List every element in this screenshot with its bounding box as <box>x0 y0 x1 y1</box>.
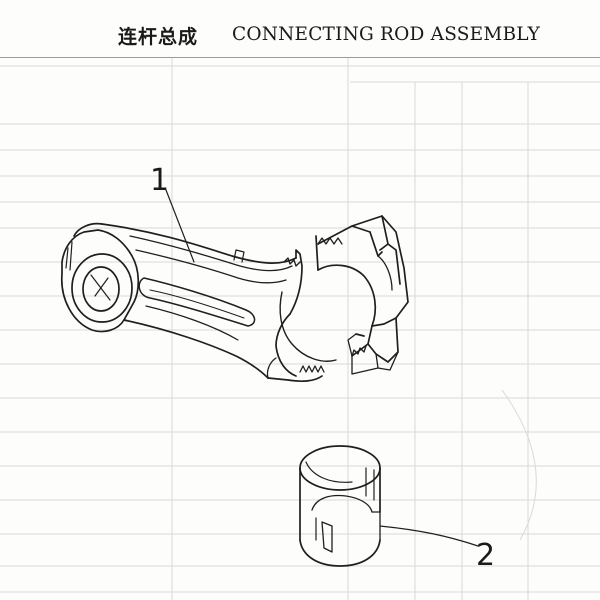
bearing-bottom-rim <box>299 539 381 567</box>
title-chinese: 连杆总成 <box>118 26 199 48</box>
callout-number-1: 1 <box>150 163 169 198</box>
rod-serration-lower <box>299 365 325 373</box>
rod-big-end-bore <box>279 291 337 362</box>
rod-cap <box>315 215 409 375</box>
bearing-shell <box>299 445 381 567</box>
rod-big-end-housing <box>289 249 303 315</box>
rod-beam-slot <box>138 277 256 327</box>
rod-beam-bottom-edge <box>123 319 269 379</box>
cap-right-lug <box>381 215 409 319</box>
cap-serration-top <box>317 237 343 245</box>
rod-beam-top-edge <box>101 223 297 264</box>
rod-pin-bore <box>82 266 120 312</box>
page-header: 连杆总成 CONNECTING ROD ASSEMBLY <box>0 0 600 60</box>
bearing-top-rim <box>299 445 381 491</box>
rod-small-end-boss <box>71 253 133 323</box>
leader-line-2 <box>379 525 479 547</box>
title-english: CONNECTING ROD ASSEMBLY <box>232 24 540 45</box>
rod-small-end <box>60 229 140 333</box>
header-rule <box>0 57 600 58</box>
bearing-split-notch <box>321 521 333 553</box>
cap-serration-bottom <box>351 345 367 357</box>
leader-line-1 <box>165 189 195 263</box>
cap-bore <box>317 264 377 327</box>
rod-serration-upper <box>283 257 301 267</box>
connecting-rod <box>60 222 337 383</box>
callout-number-2: 2 <box>476 538 495 573</box>
